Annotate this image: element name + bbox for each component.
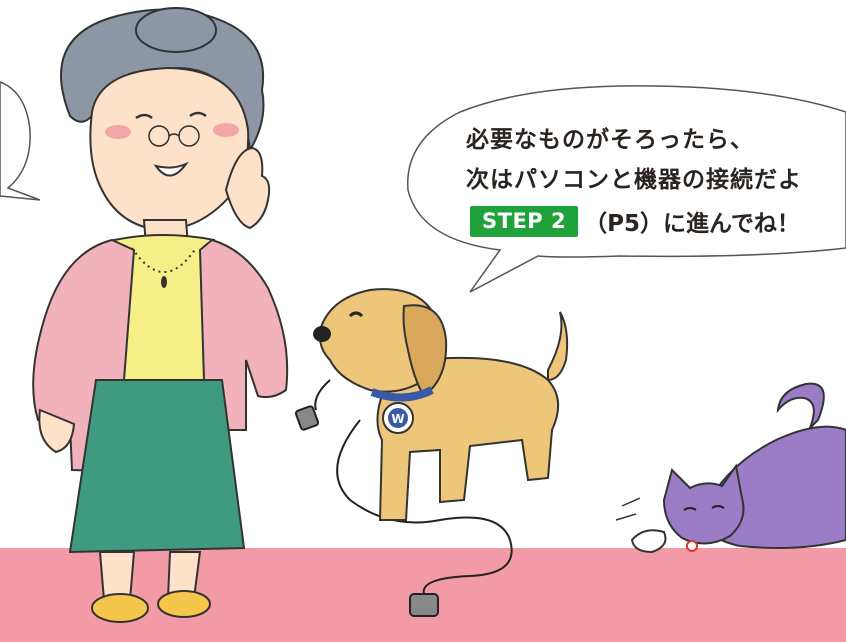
cat-character [615,382,846,554]
grandmother-left-hand [38,408,76,454]
dog-character: W [313,288,569,521]
cable-plug-top [294,405,320,431]
cat-tail [776,382,825,429]
speech-line-3: STEP 2 （P5）に進んでね！ [470,204,800,238]
grandmother-mouth [153,161,189,177]
dog-collar [370,386,434,402]
cat-bell [686,540,698,552]
grandmother-cheek-right [213,123,239,137]
cat-head [662,463,745,545]
grandmother-character [32,7,289,623]
grandmother-cheek-left [105,125,131,139]
dog-nose [313,326,331,342]
dog-tag-letter: W [391,412,404,426]
grandmother-necklace [131,247,197,273]
grandmother-raised-hand [224,146,271,230]
dog-eye [348,311,364,318]
speech-line-1: 必要なものがそろったら、 [466,127,754,153]
right-speech-bubble [407,85,846,293]
dog-tail [547,311,569,382]
cable [336,419,513,595]
grandmother-hair-bun [135,7,217,53]
grandmother-face [89,66,250,232]
grandmother-eye-right [189,111,207,118]
speech-line-2: 次はパソコンと機器の接続だよ [466,167,802,193]
speech-line-3-rest: （P5）に進んでね！ [584,211,800,237]
step-2-badge: STEP 2 [470,205,579,237]
grandmother-shoe-left [91,593,149,623]
left-speech-bubble [0,81,41,201]
grandmother-shoe-right [157,590,211,618]
grandmother-eye-left [135,113,153,120]
cat-paw [630,529,667,554]
cable-plug-bottom [409,593,439,617]
grandmother-skirt [68,379,246,554]
